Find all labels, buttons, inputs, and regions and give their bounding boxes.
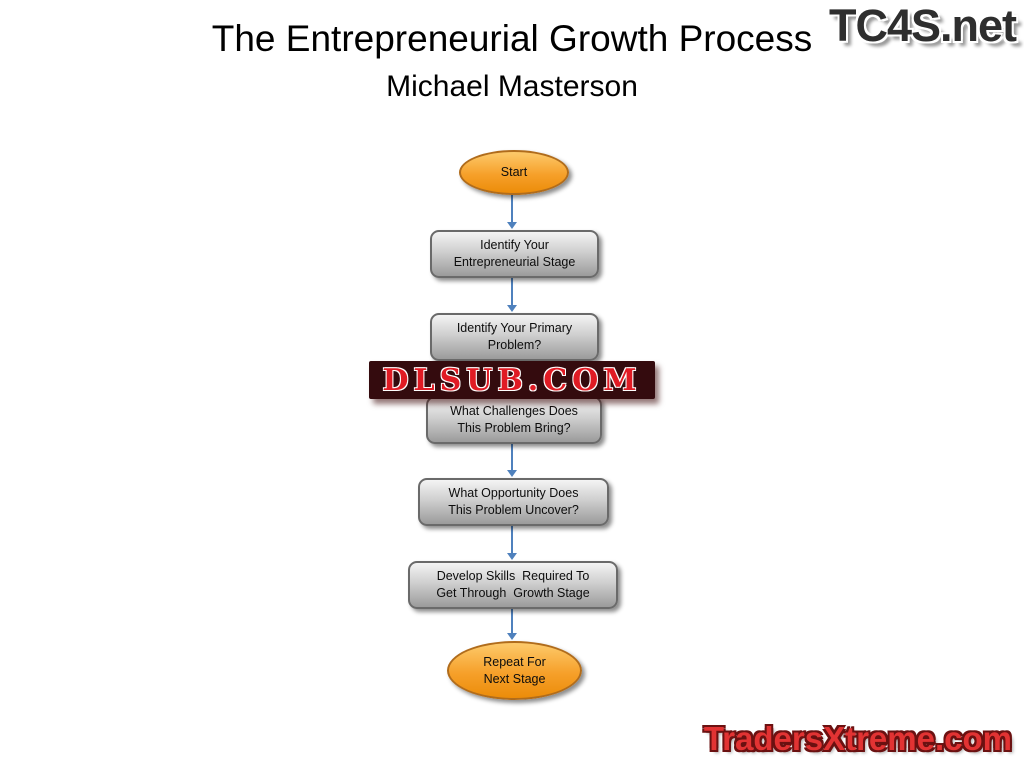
flow-node-identify-problem: Identify Your Primary Problem? (430, 313, 599, 361)
flow-arrow-6 (506, 606, 518, 640)
arrow-head-icon (507, 470, 517, 477)
node-label: Repeat For (483, 654, 546, 669)
node-label: This Problem Uncover? (448, 503, 579, 517)
flow-node-develop-skills: Develop Skills Required To Get Through G… (408, 561, 618, 609)
node-label: Start (500, 165, 528, 180)
node-label: Next Stage (483, 671, 546, 686)
slide-title: The Entrepreneurial Growth Process (211, 18, 813, 59)
flow-arrow-4 (506, 441, 518, 477)
flow-arrow-1 (506, 192, 518, 229)
arrow-shaft (511, 606, 513, 633)
flow-arrow-2 (506, 275, 518, 312)
flow-node-challenges: What Challenges Does This Problem Bring? (426, 396, 602, 444)
watermark-dlsub: DLSUB.COM (369, 361, 655, 399)
node-label: Entrepreneurial Stage (453, 255, 576, 269)
arrow-head-icon (507, 553, 517, 560)
arrow-shaft (511, 275, 513, 305)
arrow-shaft (511, 192, 513, 222)
node-label: Develop Skills Required To (436, 569, 590, 584)
node-label: Problem? (487, 338, 542, 352)
watermark-dlsub-text: DLSUB.COM (382, 362, 642, 398)
node-label: What Challenges Does (450, 404, 578, 419)
node-label: What Opportunity Does (448, 486, 579, 501)
node-label: Identify Your Primary (456, 321, 573, 336)
watermark-tradersxtreme: TradersXtreme.com (703, 720, 1012, 757)
node-label: This Problem Bring? (457, 421, 571, 435)
node-label: Identify Your (480, 238, 549, 253)
flow-node-opportunity: What Opportunity Does This Problem Uncov… (418, 478, 609, 526)
arrow-head-icon (507, 305, 517, 312)
arrow-shaft (511, 524, 513, 553)
slide-subtitle: Michael Masterson (386, 70, 638, 103)
flow-node-repeat: Repeat For Next Stage (447, 641, 582, 700)
arrow-shaft (511, 441, 513, 470)
flow-arrow-5 (506, 524, 518, 560)
watermark-tc4s: TC4S.net (828, 0, 1017, 51)
node-label: Get Through Growth Stage (436, 586, 590, 600)
arrow-head-icon (507, 222, 517, 229)
flow-node-identify-stage: Identify Your Entrepreneurial Stage (430, 230, 599, 278)
flow-node-start: Start (459, 150, 569, 195)
arrow-head-icon (507, 633, 517, 640)
